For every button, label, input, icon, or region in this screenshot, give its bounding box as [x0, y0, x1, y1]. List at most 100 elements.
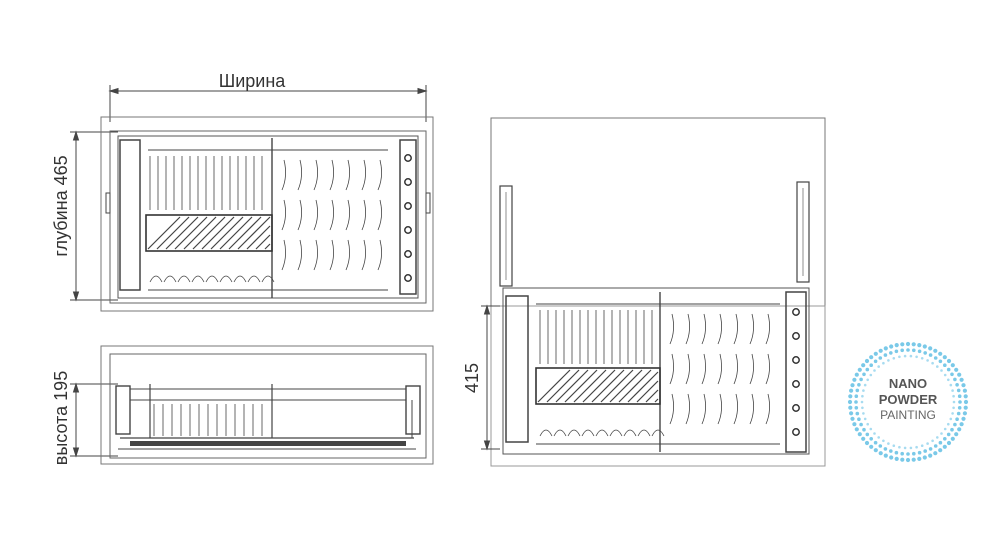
badge-dot: [943, 373, 947, 377]
badge-dot: [887, 359, 890, 362]
badge-dot: [869, 355, 874, 360]
bowl-wire: [749, 393, 754, 425]
badge-dot: [911, 342, 916, 347]
badge-dot: [946, 358, 952, 364]
badge-dot: [958, 400, 962, 404]
badge-dot: [928, 453, 933, 458]
bowl-wire: [281, 199, 286, 231]
rail-ring: [404, 154, 412, 162]
badge-dot: [861, 363, 866, 368]
badge-dot: [854, 406, 859, 410]
badge-dot: [898, 445, 901, 449]
badge-dot: [894, 456, 899, 461]
depth-label: глубина 465: [51, 155, 71, 256]
badge-dot: [954, 367, 959, 372]
badge-dot: [854, 427, 859, 432]
badge-dot: [936, 365, 939, 368]
badge-dot: [912, 348, 916, 353]
badge-dot: [952, 406, 955, 410]
badge-dot: [926, 359, 929, 362]
width-label: Ширина: [219, 71, 287, 91]
tray-hatch-line: [537, 369, 571, 403]
badge-dot: [864, 440, 870, 446]
top-view: [70, 85, 434, 312]
badge-dot: [957, 394, 962, 399]
bowl-wire: [297, 159, 302, 191]
tray-hatch-line: [573, 369, 607, 403]
badge-dot: [931, 361, 934, 365]
bowl-wire: [281, 159, 286, 191]
rail-ring: [792, 380, 800, 388]
bowl-wire: [733, 353, 738, 385]
plate-holder-arc: [233, 275, 247, 283]
badge-dot: [938, 440, 943, 445]
plate-holder-arc: [567, 429, 581, 437]
tray-hatch-line: [192, 216, 226, 250]
badge-dot: [911, 457, 916, 462]
depth-arrow-bottom: [72, 291, 80, 302]
bowl-wire: [345, 159, 350, 191]
tray-hatch-line: [618, 369, 652, 403]
plate-holder-arc: [219, 275, 233, 283]
front-cabinet-inner: [109, 353, 427, 459]
badge-dot: [953, 422, 957, 427]
bowl-wire: [765, 313, 770, 345]
badge-dot: [869, 437, 873, 441]
badge-dot: [898, 355, 901, 359]
rail-ring: [404, 274, 412, 282]
badge-dot: [920, 357, 924, 360]
badge-dot: [909, 446, 913, 450]
plate-holder-arc: [637, 429, 651, 437]
badge-dot: [940, 369, 943, 372]
front-right-bracket: [405, 385, 421, 435]
lift-arrow-top: [483, 304, 491, 315]
badge-dot: [894, 343, 899, 348]
badge-dot: [894, 349, 899, 354]
badge-dot: [859, 422, 863, 427]
tray-hatch-line: [645, 389, 659, 403]
tray-hatch-line: [210, 216, 244, 250]
badge-dot: [963, 399, 969, 405]
badge-dot: [946, 440, 952, 446]
badge-dot: [873, 440, 878, 445]
badge-dot: [933, 356, 938, 360]
badge-dot: [961, 383, 966, 388]
tray-hatch-line: [147, 216, 181, 250]
bowl-wire: [361, 199, 366, 231]
bowl-wire: [765, 353, 770, 385]
badge-dot: [946, 432, 951, 437]
bowl-wire: [701, 353, 706, 385]
badge-dot: [949, 383, 953, 387]
plate-holder-arc: [553, 429, 567, 437]
plate-holder-arc: [261, 275, 275, 283]
badge-dot: [946, 367, 951, 372]
badge-dot: [950, 427, 954, 432]
badge-dot: [928, 353, 933, 357]
badge-dot: [877, 436, 880, 439]
badge-dot: [852, 377, 857, 382]
badge-dot: [900, 451, 904, 456]
tray-hatch-line: [600, 369, 634, 403]
plate-holder-arc: [623, 429, 637, 437]
bowl-wire: [313, 159, 318, 191]
badge-dot: [861, 406, 864, 410]
bowl-wire: [329, 239, 334, 271]
top-cabinet-outer: [100, 116, 434, 312]
badge-dot: [951, 412, 954, 415]
height-label: высота 195: [51, 371, 71, 465]
badge-dot: [928, 447, 933, 451]
bowl-wire: [345, 199, 350, 231]
badge-dot: [883, 447, 888, 451]
badge-dot: [905, 457, 911, 463]
badge-dot: [855, 411, 860, 416]
side-plate-rack: [539, 310, 665, 437]
bowl-wire: [345, 239, 350, 271]
tray-hatch-line: [264, 243, 271, 250]
top-side-clip-left: [105, 192, 111, 214]
lift-arrow-bottom: [483, 440, 491, 451]
badge-dot: [950, 372, 954, 377]
bowl-wire: [377, 159, 382, 191]
badge-dot: [878, 348, 883, 353]
badge-dot: [957, 427, 962, 432]
